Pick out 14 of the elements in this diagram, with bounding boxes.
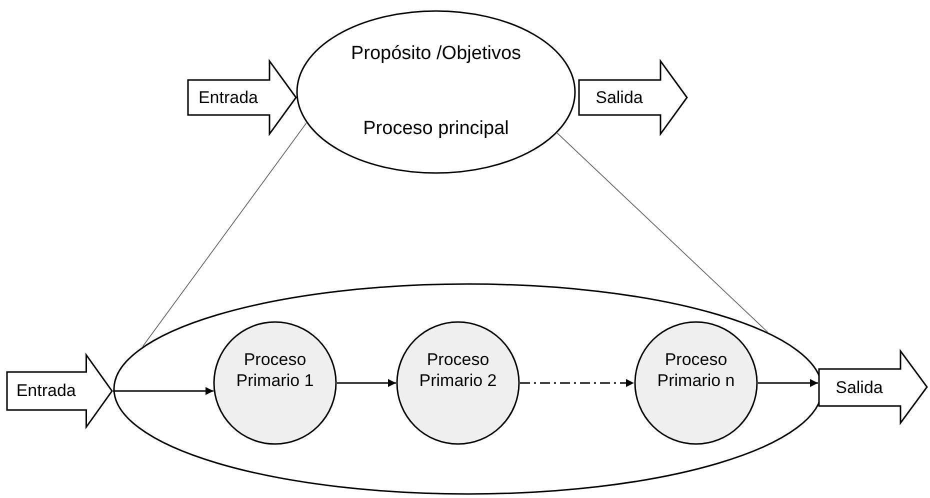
arrow [520,379,634,387]
process-label: Proceso Primario 2 [418,349,498,391]
process-label: Proceso Primario n [656,349,736,391]
arrow-label: Entrada [197,88,260,108]
process-label: Proceso Primario 1 [235,349,315,391]
ellipse-label: Proceso principal [362,118,510,140]
ellipse-heading: Propósito /Objetivos [350,43,522,65]
arrow-label: Salida [594,88,644,108]
arrow [337,379,396,387]
arrow [758,379,818,387]
arrow-label: Entrada [15,381,77,401]
leader-line [142,122,307,348]
arrow-label: Salida [834,378,884,398]
leader-line [556,132,768,333]
